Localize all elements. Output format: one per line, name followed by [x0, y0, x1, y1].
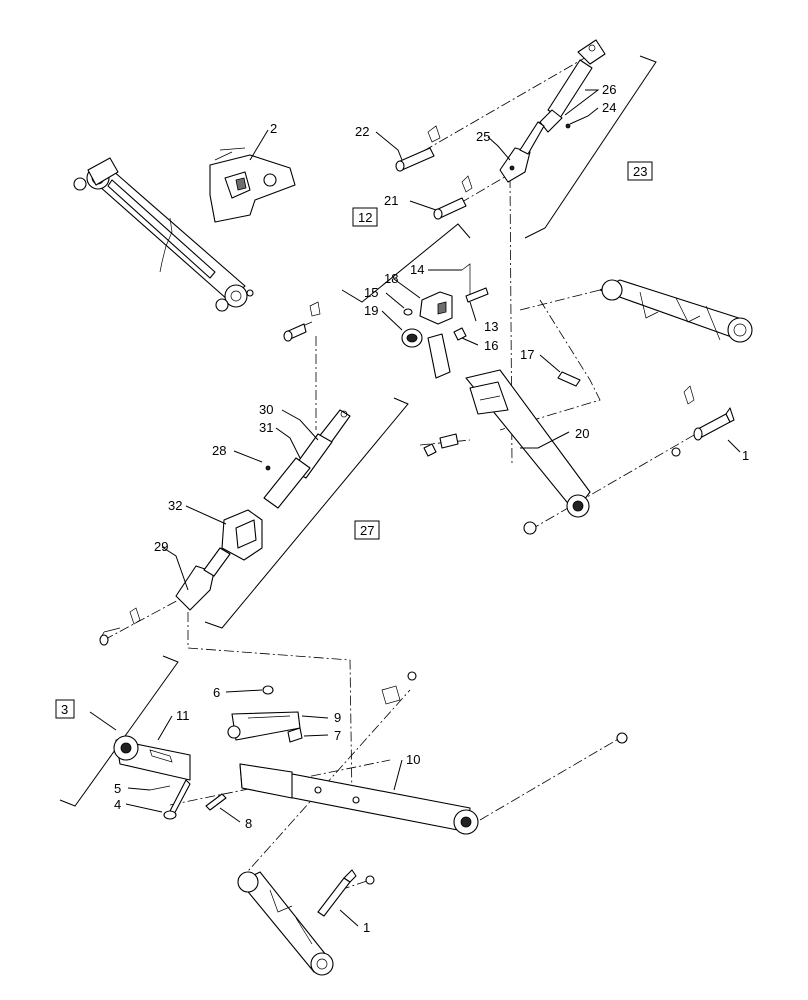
part-14-pin — [461, 263, 471, 300]
callout-22: 22 — [355, 124, 369, 139]
part-11-bracket — [113, 735, 191, 781]
stabilizer-assembly-bottom — [237, 871, 334, 976]
part-cylinder-body-27 — [263, 457, 311, 509]
part-4-pin — [163, 779, 191, 820]
callout-13: 13 — [484, 319, 498, 334]
boxed-callout-frames — [55, 161, 653, 719]
part-pin-27 — [283, 301, 321, 342]
part-1-pin-upper — [671, 385, 735, 457]
part-10-link-arm — [239, 671, 628, 835]
part-26-cylinder — [539, 39, 606, 133]
callout-27: 27 — [360, 523, 374, 538]
callout-4: 4 — [114, 797, 121, 812]
part-5-pin — [149, 785, 171, 791]
callout-30: 30 — [259, 402, 273, 417]
group-bracket-lines — [59, 55, 657, 807]
part-32-block — [221, 509, 263, 561]
callout-15: 15 — [364, 285, 378, 300]
callout-3: 3 — [61, 702, 68, 717]
callout-18: 18 — [384, 271, 398, 286]
part-1-pin-lower — [317, 869, 375, 917]
callout-9: 9 — [334, 710, 341, 725]
callout-32: 32 — [168, 498, 182, 513]
callout-19: 19 — [364, 303, 378, 318]
top-link-assembly-left — [73, 157, 254, 312]
callout-labels: 1 1 2 3 4 5 6 7 8 9 10 11 12 13 14 15 16… — [61, 82, 749, 935]
box-23 — [627, 161, 653, 181]
part-16-nut — [453, 327, 467, 341]
callout-12: 12 — [358, 210, 372, 225]
part-17-pin — [557, 371, 581, 387]
callout-11: 11 — [176, 708, 190, 723]
callout-24: 24 — [602, 100, 616, 115]
box-27 — [354, 520, 380, 540]
callout-28: 28 — [212, 443, 226, 458]
callout-23: 23 — [633, 164, 647, 179]
callout-2: 2 — [270, 121, 277, 136]
callout-25: 25 — [476, 129, 490, 144]
callout-1-upper: 1 — [742, 448, 749, 463]
part-21-pin — [433, 175, 473, 220]
callout-16: 16 — [484, 338, 498, 353]
part-19-bushing — [401, 328, 423, 348]
part-8-pin — [205, 793, 227, 811]
callout-10: 10 — [406, 752, 420, 767]
part-28-clip — [265, 465, 271, 471]
callout-5: 5 — [114, 781, 121, 796]
part-15-washer — [403, 308, 413, 316]
box-3 — [55, 699, 75, 719]
callout-26: 26 — [602, 82, 616, 97]
part-24-clip — [565, 123, 571, 129]
callout-7: 7 — [334, 728, 341, 743]
part-18-bracket — [419, 291, 453, 325]
callout-1-lower: 1 — [363, 920, 370, 935]
callout-21: 21 — [384, 193, 398, 208]
part-20-link-arm — [423, 369, 591, 535]
callout-20: 20 — [575, 426, 589, 441]
callout-8: 8 — [245, 816, 252, 831]
callout-6: 6 — [213, 685, 220, 700]
part-link-block — [427, 333, 451, 379]
part-6-washer — [262, 685, 274, 695]
part-7-spring — [287, 727, 303, 743]
box-12 — [352, 207, 378, 227]
part-25-clevis — [499, 121, 545, 183]
callout-leaders — [89, 89, 741, 927]
callout-14: 14 — [410, 262, 424, 277]
part-22-pin — [395, 125, 441, 172]
part-2-bracket — [209, 147, 296, 223]
part-13-pin — [465, 287, 489, 303]
callout-29: 29 — [154, 539, 168, 554]
callout-17: 17 — [520, 347, 534, 362]
part-29-clevis — [99, 547, 231, 646]
stabilizer-assembly-right — [599, 279, 753, 343]
callout-31: 31 — [259, 420, 273, 435]
